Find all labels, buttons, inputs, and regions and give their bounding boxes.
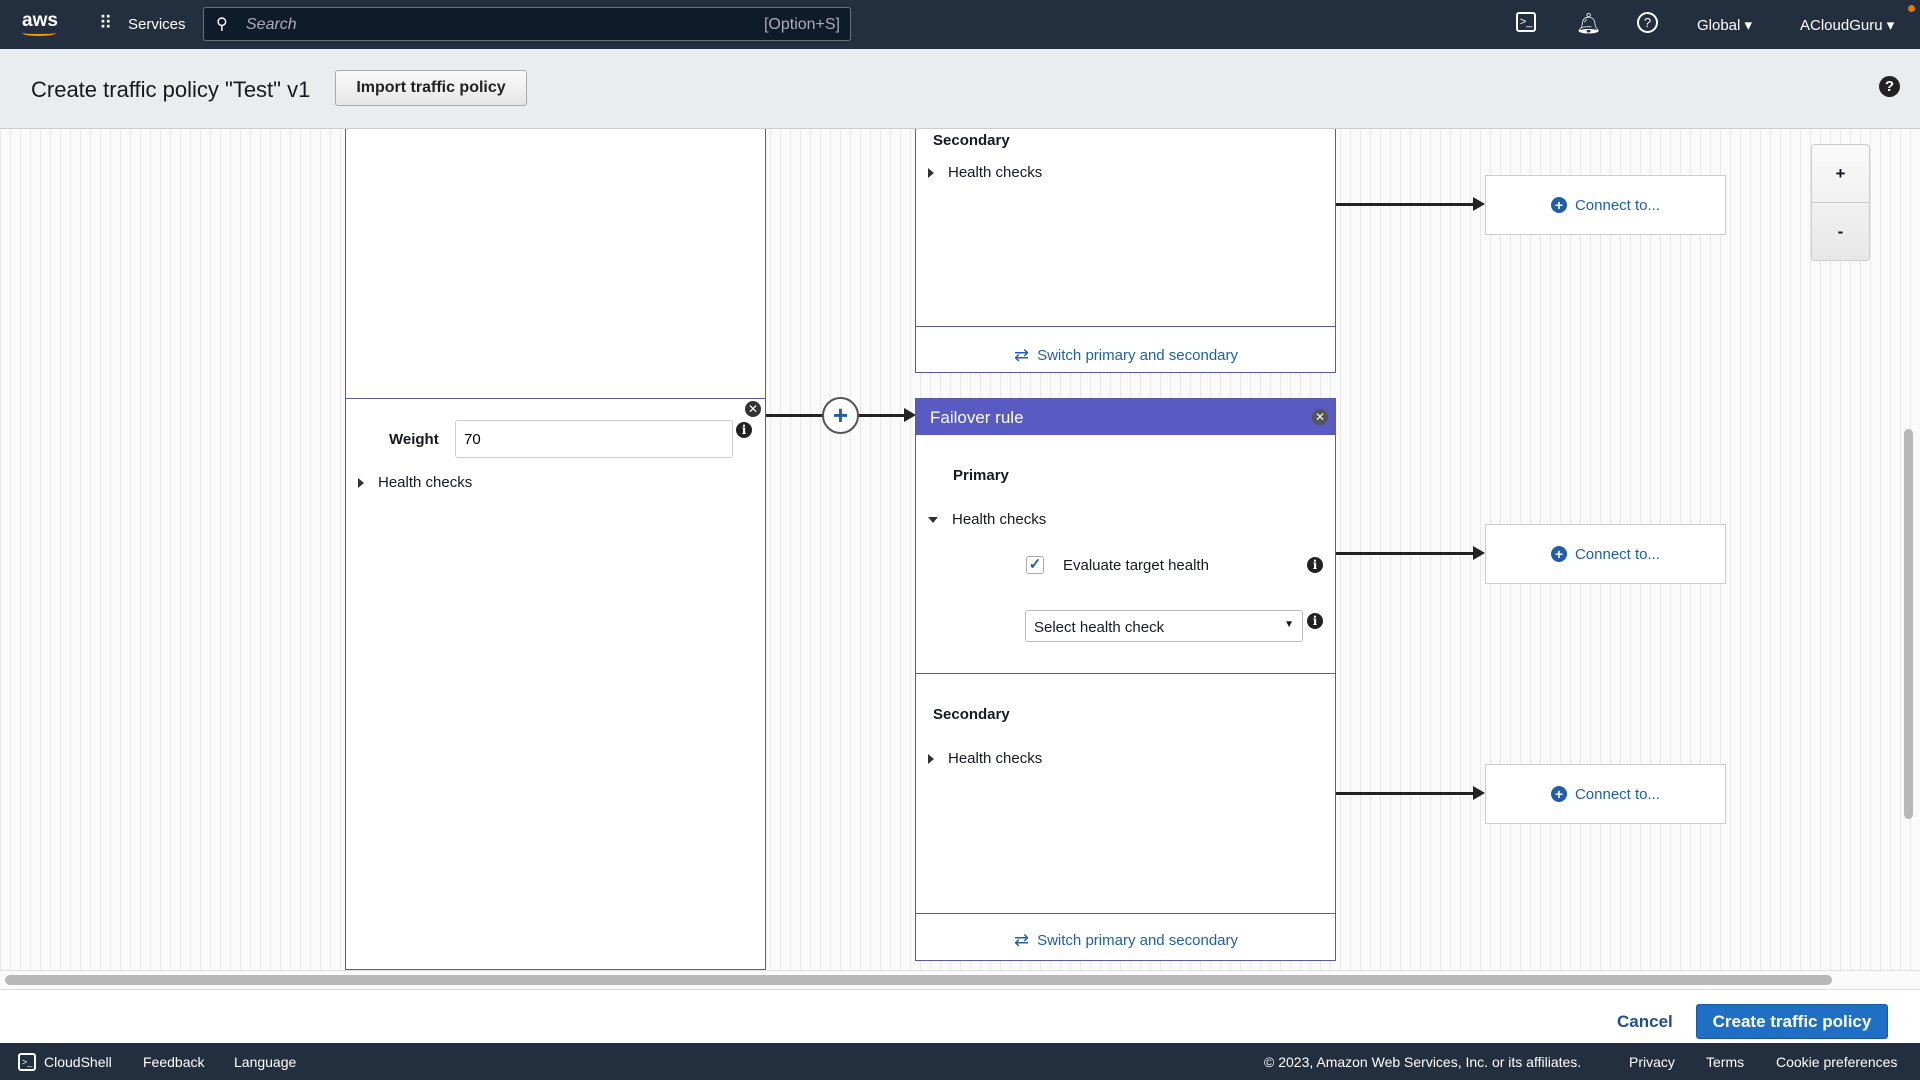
search-input[interactable]: ⚲ Search [Option+S] [203, 7, 851, 41]
page-header: Create traffic policy "Test" v1 Import t… [0, 49, 1920, 129]
connect-to-button[interactable]: + Connect to... [1485, 175, 1726, 235]
services-grid-icon[interactable]: ⠿ [99, 13, 112, 33]
copyright-text: © 2023, Amazon Web Services, Inc. or its… [1264, 1054, 1582, 1070]
amazon-smile [22, 30, 56, 36]
notification-dot [1908, 5, 1915, 12]
page-title: Create traffic policy "Test" v1 [31, 77, 311, 102]
divider [916, 673, 1335, 674]
divider [346, 398, 765, 399]
health-checks-label: Health checks [948, 164, 1043, 181]
connector-line [1336, 203, 1474, 206]
divider [916, 913, 1335, 914]
arrowhead [1473, 546, 1485, 560]
services-menu[interactable]: Services [128, 16, 186, 33]
primary-health-checks-toggle[interactable]: Health checks [928, 511, 1046, 528]
connector-line [1336, 552, 1474, 555]
connect-label: Connect to... [1574, 196, 1661, 214]
remove-endpoint-close-icon[interactable]: ✕ [745, 401, 761, 417]
weight-input[interactable] [455, 420, 733, 458]
dropdown-caret-icon: ▼ [1284, 619, 1294, 630]
aws-logo[interactable]: aws [22, 10, 58, 31]
account-menu[interactable]: ACloudGuru ▾ [1800, 17, 1895, 34]
switch-primary-secondary-button[interactable]: ⇄ Switch primary and secondary [1014, 930, 1238, 951]
arrowhead [1473, 786, 1485, 800]
arrowhead [904, 408, 916, 422]
weight-info-icon[interactable]: i [736, 422, 752, 438]
action-bar: Cancel Create traffic policy [0, 989, 1920, 1043]
privacy-link[interactable]: Privacy [1629, 1054, 1675, 1070]
language-link[interactable]: Language [234, 1054, 297, 1070]
connect-to-button[interactable]: + Connect to... [1485, 764, 1726, 824]
secondary-health-checks-toggle[interactable]: Health checks [928, 750, 1042, 767]
switch-label: Switch primary and secondary [1037, 347, 1239, 364]
connector-line [1336, 792, 1474, 795]
health-checks-toggle[interactable]: Health checks [358, 474, 472, 491]
cloudshell-link[interactable]: CloudShell [44, 1054, 112, 1070]
plus-circle-icon: + [1550, 197, 1567, 213]
failover-rule-box: Failover rule ✕ Primary Health checks ✓ … [915, 398, 1336, 961]
notifications-bell-icon[interactable]: 🔔︎ [1576, 13, 1602, 35]
search-icon: ⚲ [216, 16, 228, 33]
region-label: Global [1697, 17, 1741, 34]
add-rule-plus-button[interactable]: + [822, 397, 859, 434]
health-checks-label: Health checks [952, 511, 1047, 528]
cookie-preferences-link[interactable]: Cookie preferences [1776, 1054, 1898, 1070]
failover-rule-header: Failover rule ✕ [916, 399, 1335, 435]
evaluate-target-health-checkbox[interactable]: ✓ [1026, 556, 1044, 574]
swap-arrows-icon: ⇄ [1014, 930, 1030, 950]
feedback-link[interactable]: Feedback [143, 1054, 205, 1070]
switch-primary-secondary-button[interactable]: ⇄ Switch primary and secondary [1014, 345, 1238, 366]
account-label: ACloudGuru [1800, 17, 1883, 34]
remove-rule-close-icon[interactable]: ✕ [1312, 409, 1328, 425]
select-health-check-value: Select health check [1034, 619, 1165, 636]
caret-right-icon [928, 168, 934, 179]
search-shortcut: [Option+S] [763, 16, 840, 33]
help-icon[interactable]: ? [1637, 12, 1658, 33]
failover-rule-title: Failover rule [930, 408, 1024, 427]
top-failover-rule-box: Secondary Health checks ⇄ Switch primary … [915, 129, 1336, 373]
swap-arrows-icon: ⇄ [1014, 345, 1030, 365]
traffic-policy-canvas[interactable]: Weight i ✕ Health checks + Secondary Hea… [0, 129, 1920, 989]
cloudshell-footer-icon[interactable]: >_ [18, 1053, 36, 1071]
select-health-check-dropdown[interactable]: Select health check ▼ [1025, 610, 1303, 642]
create-traffic-policy-button[interactable]: Create traffic policy [1696, 1004, 1888, 1039]
zoom-out-button[interactable]: - [1837, 222, 1844, 241]
health-checks-toggle[interactable]: Health checks [928, 164, 1042, 181]
connect-label: Connect to... [1574, 785, 1661, 803]
search-placeholder: Search [246, 16, 297, 33]
health-check-info-icon[interactable]: i [1307, 613, 1323, 629]
evaluate-target-health-label: Evaluate target health [1063, 557, 1209, 574]
zoom-controls: + - [1811, 144, 1870, 261]
connect-label: Connect to... [1574, 545, 1661, 563]
horizontal-scrollbar[interactable] [5, 975, 1832, 985]
zoom-in-button[interactable]: + [1812, 145, 1869, 203]
caret-right-icon [358, 478, 364, 489]
terms-link[interactable]: Terms [1706, 1054, 1745, 1070]
cancel-button[interactable]: Cancel [1617, 1012, 1673, 1031]
weight-label: Weight [389, 431, 439, 448]
region-selector[interactable]: Global ▾ [1697, 17, 1753, 34]
console-footer: >_ CloudShell Feedback Language © 2023, … [0, 1043, 1920, 1080]
plus-circle-icon: + [1550, 546, 1567, 562]
secondary-label: Secondary [933, 132, 1010, 149]
weighted-rule-box: Weight i ✕ Health checks [345, 129, 766, 970]
caret-right-icon [928, 754, 934, 765]
primary-label: Primary [953, 467, 1009, 484]
evaluate-info-icon[interactable]: i [1307, 557, 1323, 573]
connect-to-button[interactable]: + Connect to... [1485, 524, 1726, 584]
page-help-icon[interactable]: ? [1879, 76, 1900, 97]
vertical-scrollbar[interactable] [1904, 429, 1913, 819]
secondary-label: Secondary [933, 706, 1010, 723]
switch-label: Switch primary and secondary [1037, 932, 1239, 949]
arrowhead [1473, 197, 1485, 211]
health-checks-label: Health checks [378, 474, 473, 491]
divider [916, 326, 1335, 327]
health-checks-label: Health checks [948, 750, 1043, 767]
caret-down-icon [928, 517, 938, 524]
cloudshell-icon[interactable]: >_ [1516, 12, 1536, 32]
top-navigation: aws ⠿ Services ⚲ Search [Option+S] >_ 🔔︎… [0, 0, 1920, 49]
plus-circle-icon: + [1550, 786, 1567, 802]
import-traffic-policy-button[interactable]: Import traffic policy [335, 70, 527, 106]
